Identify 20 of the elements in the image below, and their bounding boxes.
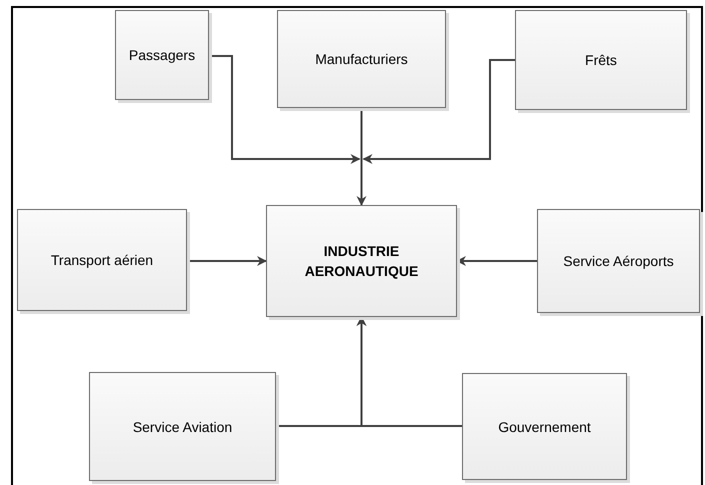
- box-label: Gouvernement: [498, 418, 591, 436]
- arrow: [187, 256, 267, 266]
- arrow: [209, 55, 360, 164]
- arrow: [356, 108, 366, 206]
- process-box: [17, 209, 187, 311]
- process-box: [462, 373, 627, 480]
- box-label: Passagers: [128, 46, 196, 65]
- process-box: [277, 10, 446, 108]
- box-label: Service Aéroports: [563, 252, 674, 271]
- process-box: [89, 372, 276, 481]
- process-box: [537, 209, 700, 313]
- box-label: Manufacturiers: [315, 50, 408, 69]
- arrow: [362, 59, 515, 164]
- box-label: Frêts: [585, 51, 617, 70]
- box-label: Service Aviation: [132, 418, 232, 436]
- process-box: [266, 205, 457, 317]
- process-box: [515, 10, 687, 110]
- box-label: INDUSTRIE AERONAUTIQUE: [304, 242, 420, 281]
- box-label: Transport aérien: [50, 251, 154, 270]
- process-box: [115, 10, 209, 100]
